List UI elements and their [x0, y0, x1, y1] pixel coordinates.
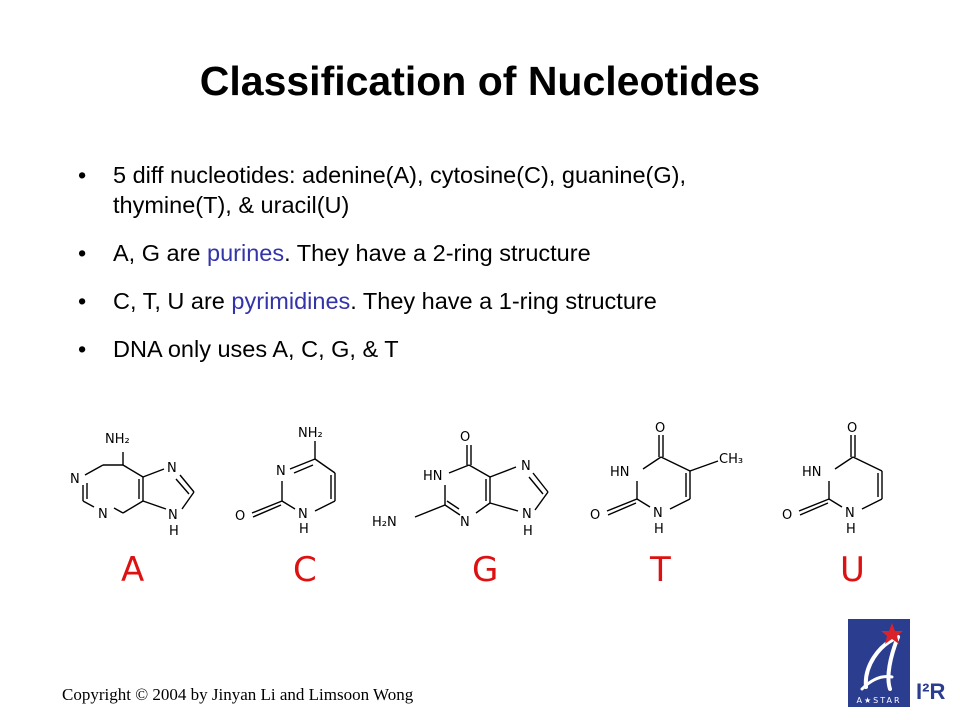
- label-uracil: U: [840, 550, 865, 590]
- adenine-h9: H: [169, 524, 179, 539]
- guanine-n9: N: [522, 507, 532, 522]
- bullet-list: 5 diff nucleotides: adenine(A), cytosine…: [78, 160, 918, 382]
- nucleotide-structures: NH₂ N N N N H NH₂ N O N H: [70, 421, 883, 539]
- i2r-label: I²R: [916, 679, 945, 704]
- adenine-atoms: NH₂ N N N N H: [70, 432, 179, 539]
- adenine-structure: [82, 452, 195, 514]
- uracil-o4: O: [847, 421, 857, 436]
- uracil-h1: H: [846, 522, 856, 537]
- thymine-n1: N: [653, 506, 663, 521]
- bullet-purines-pre: A, G are: [113, 240, 208, 266]
- guanine-hn1: HN: [423, 469, 443, 484]
- thymine-h1: H: [654, 522, 664, 537]
- pyrimidines-term: pyrimidines: [231, 288, 351, 314]
- purines-term: purines: [207, 240, 285, 266]
- cytosine-n1: N: [298, 507, 308, 522]
- uracil-structure: [798, 435, 883, 516]
- uracil-o2: O: [782, 508, 792, 523]
- bullet-pyrimidines-post: . They have a 1-ring structure: [350, 288, 657, 314]
- thymine-hn3: HN: [610, 465, 630, 480]
- bullet-nucleotides: 5 diff nucleotides: adenine(A), cytosine…: [78, 160, 918, 220]
- adenine-nh2: NH₂: [105, 432, 130, 447]
- uracil-atoms: O HN O N H: [782, 421, 857, 537]
- thymine-atoms: O HN CH₃ O N H: [590, 421, 743, 537]
- guanine-h2n: H₂N: [372, 515, 397, 530]
- label-cytosine: C: [293, 550, 317, 590]
- astar-i2r-logo: A★STAR I²R: [848, 619, 945, 707]
- adenine-n9: N: [168, 508, 178, 523]
- bullet-dna-text: DNA only uses A, C, G, & T: [113, 336, 399, 362]
- guanine-o6: O: [460, 430, 470, 445]
- uracil-n1: N: [845, 506, 855, 521]
- adenine-n7: N: [167, 461, 177, 476]
- copyright-notice: Copyright © 2004 by Jinyan Li and Limsoo…: [62, 685, 414, 704]
- star-icon: [881, 623, 903, 644]
- logo-caption: A★STAR: [856, 696, 901, 705]
- thymine-o2: O: [590, 508, 600, 523]
- cytosine-atoms: NH₂ N O N H: [235, 426, 323, 537]
- label-thymine: T: [650, 550, 671, 590]
- guanine-structure: [414, 445, 549, 518]
- guanine-h9: H: [523, 524, 533, 539]
- thymine-ch3: CH₃: [719, 452, 743, 467]
- cytosine-structure: [251, 441, 336, 518]
- cytosine-n3: N: [276, 464, 286, 479]
- adenine-n1: N: [70, 472, 80, 487]
- bullet-nucleotides-line2: thymine(T), & uracil(U): [113, 192, 350, 218]
- thymine-structure: [606, 435, 719, 516]
- bullet-purines: A, G are purines. They have a 2-ring str…: [78, 238, 918, 268]
- guanine-n7: N: [521, 459, 531, 474]
- cytosine-nh2: NH₂: [298, 426, 323, 441]
- slide-title: Classification of Nucleotides: [199, 58, 761, 104]
- adenine-n3: N: [98, 507, 108, 522]
- bullet-dna: DNA only uses A, C, G, & T: [78, 334, 918, 364]
- label-guanine: G: [472, 550, 499, 590]
- cytosine-h1: H: [299, 522, 309, 537]
- bullet-nucleotides-line1: 5 diff nucleotides: adenine(A), cytosine…: [113, 162, 687, 188]
- label-adenine: A: [121, 550, 145, 590]
- guanine-atoms: O HN N H₂N N N H: [372, 430, 533, 539]
- bullet-pyrimidines-pre: C, T, U are: [113, 288, 232, 314]
- guanine-n3: N: [460, 515, 470, 530]
- uracil-hn3: HN: [802, 465, 822, 480]
- bullet-pyrimidines: C, T, U are pyrimidines. They have a 1-r…: [78, 286, 918, 316]
- bullet-purines-post: . They have a 2-ring structure: [284, 240, 591, 266]
- cytosine-o2: O: [235, 509, 245, 524]
- thymine-o4: O: [655, 421, 665, 436]
